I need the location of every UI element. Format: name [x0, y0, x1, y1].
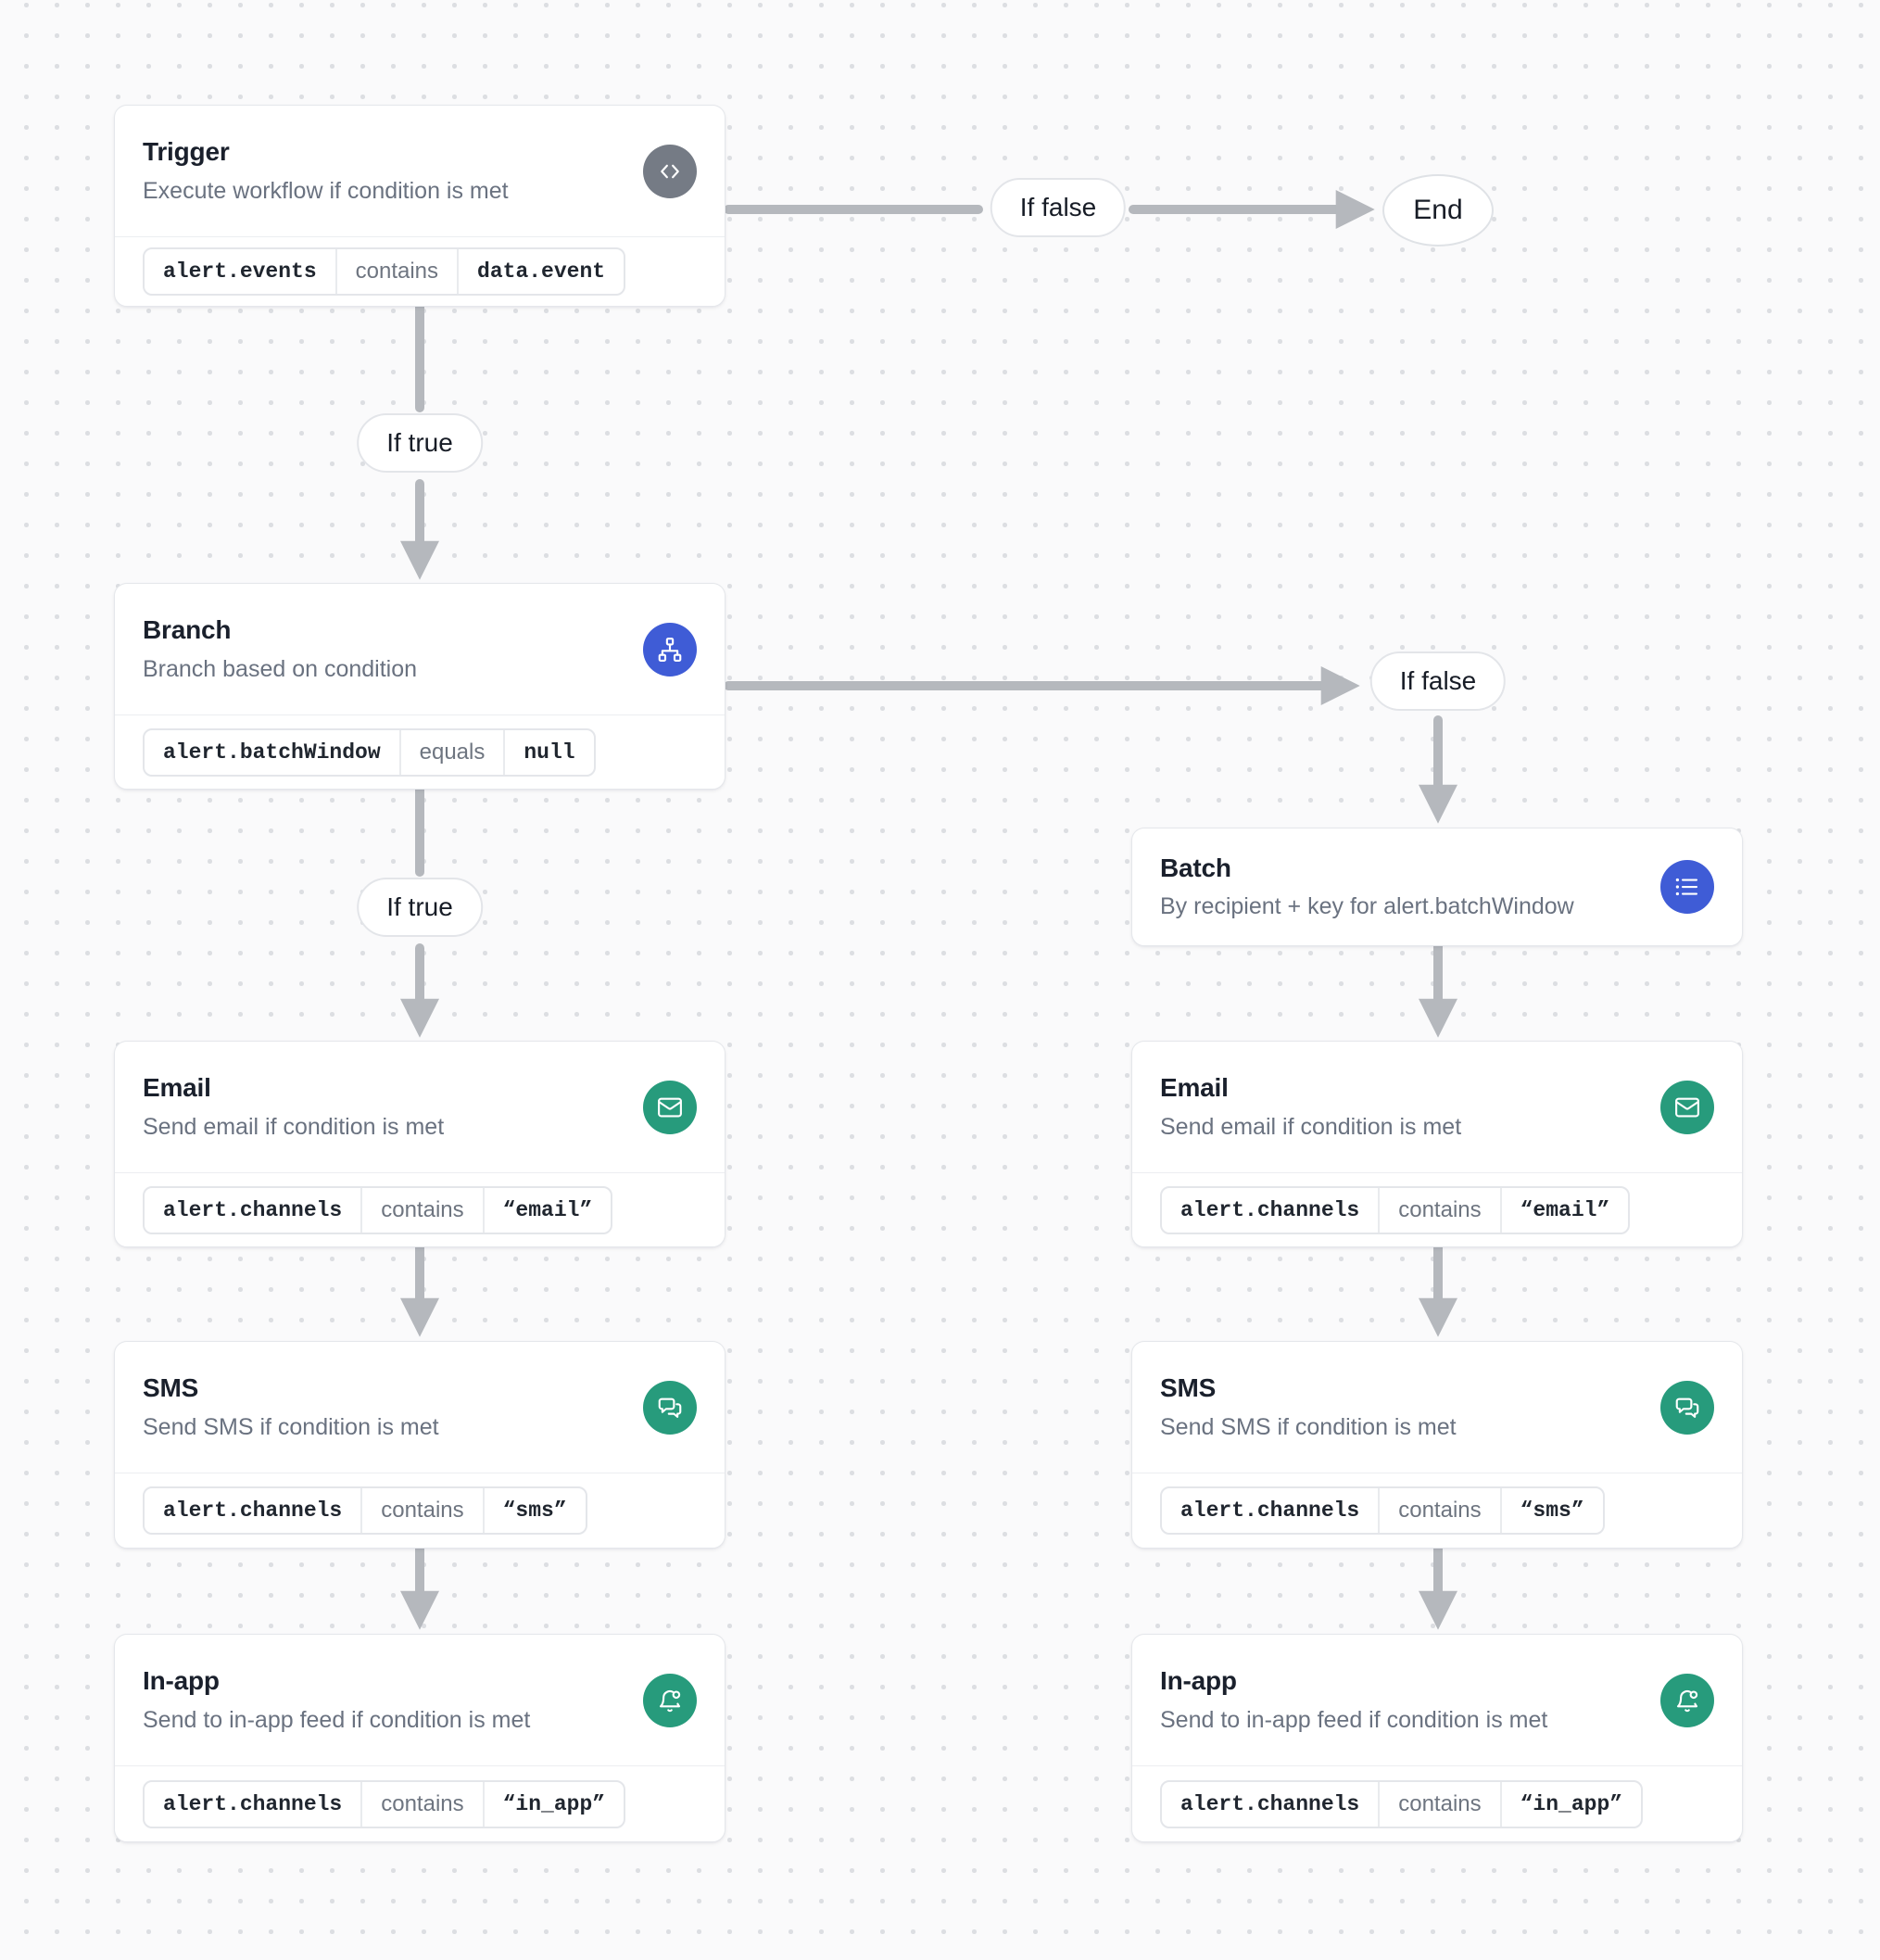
node-subtitle: Send to in-app feed if condition is met — [143, 1706, 531, 1733]
condition-row: alert.channels contains “email” — [115, 1173, 725, 1246]
condition-field: alert.channels — [1180, 1197, 1360, 1222]
condition-operator: contains — [360, 1187, 482, 1233]
condition-field: alert.channels — [1180, 1498, 1360, 1523]
chat-bubbles-icon — [643, 1380, 697, 1435]
node-header: SMS Send SMS if condition is met — [115, 1342, 725, 1473]
node-subtitle: Send SMS if condition is met — [1160, 1413, 1457, 1440]
node-subtitle: Send email if condition is met — [1160, 1113, 1462, 1140]
node-title: In-app — [143, 1666, 220, 1696]
node-header: In-app Send to in-app feed if condition … — [115, 1635, 725, 1766]
list-icon — [1660, 860, 1714, 914]
node-header: Branch Branch based on condition — [115, 584, 725, 715]
condition-value: “sms” — [482, 1488, 586, 1533]
condition-pill[interactable]: alert.channels contains “email” — [1160, 1185, 1631, 1234]
condition-pill[interactable]: alert.channels contains “sms” — [1160, 1486, 1605, 1535]
condition-field: alert.channels — [1180, 1791, 1360, 1816]
condition-operator: contains — [1378, 1187, 1499, 1233]
condition-value: data.event — [457, 249, 624, 294]
node-header: Trigger Execute workflow if condition is… — [115, 106, 725, 237]
node-header: SMS Send SMS if condition is met — [1132, 1342, 1742, 1473]
condition-value: “email” — [1499, 1187, 1629, 1233]
node-header: Batch By recipient + key for alert.batch… — [1132, 828, 1742, 945]
end-node[interactable]: End — [1382, 174, 1494, 247]
inapp-node-left[interactable]: In-app Send to in-app feed if condition … — [114, 1634, 726, 1842]
inapp-node-right[interactable]: In-app Send to in-app feed if condition … — [1131, 1634, 1743, 1842]
node-header: Email Send email if condition is met — [1132, 1042, 1742, 1173]
condition-operator: contains — [360, 1781, 482, 1827]
condition-field: alert.batchWindow — [163, 740, 381, 765]
condition-operator: contains — [1378, 1781, 1499, 1827]
condition-pill[interactable]: alert.batchWindow equals null — [143, 727, 596, 777]
batch-node[interactable]: Batch By recipient + key for alert.batch… — [1131, 828, 1743, 946]
condition-operator: contains — [1378, 1488, 1499, 1533]
edge-label-if-false-branch[interactable]: If false — [1369, 651, 1507, 711]
condition-pill[interactable]: alert.channels contains “in_app” — [1160, 1779, 1644, 1828]
trigger-node[interactable]: Trigger Execute workflow if condition is… — [114, 105, 726, 307]
node-subtitle: By recipient + key for alert.batchWindow — [1160, 893, 1574, 920]
bell-badge-icon — [643, 1673, 697, 1727]
code-icon — [643, 144, 697, 198]
condition-pill[interactable]: alert.channels contains “email” — [143, 1185, 613, 1234]
node-title: Trigger — [143, 137, 230, 167]
sitemap-icon — [643, 622, 697, 677]
envelope-icon — [643, 1080, 697, 1134]
condition-field: alert.channels — [163, 1197, 343, 1222]
node-title: Email — [143, 1073, 211, 1103]
sms-node-right[interactable]: SMS Send SMS if condition is met alert.c… — [1131, 1341, 1743, 1549]
edge-label-if-false-top[interactable]: If false — [990, 178, 1127, 237]
node-subtitle: Branch based on condition — [143, 655, 418, 682]
condition-row: alert.channels contains “sms” — [115, 1473, 725, 1548]
condition-field: alert.channels — [163, 1791, 343, 1816]
node-subtitle: Send email if condition is met — [143, 1113, 445, 1140]
email-node-right[interactable]: Email Send email if condition is met ale… — [1131, 1041, 1743, 1247]
node-subtitle: Execute workflow if condition is met — [143, 177, 509, 204]
node-subtitle: Send SMS if condition is met — [143, 1413, 439, 1440]
condition-operator: contains — [360, 1488, 482, 1533]
condition-value: null — [503, 729, 593, 775]
node-title: Batch — [1160, 853, 1231, 882]
condition-row: alert.batchWindow equals null — [115, 715, 725, 789]
node-subtitle: Send to in-app feed if condition is met — [1160, 1706, 1548, 1733]
condition-pill[interactable]: alert.events contains data.event — [143, 247, 626, 296]
sms-node-left[interactable]: SMS Send SMS if condition is met alert.c… — [114, 1341, 726, 1549]
email-node-left[interactable]: Email Send email if condition is met ale… — [114, 1041, 726, 1247]
condition-row: alert.channels contains “sms” — [1132, 1473, 1742, 1548]
envelope-icon — [1660, 1080, 1714, 1134]
condition-field: alert.channels — [163, 1498, 343, 1523]
node-header: In-app Send to in-app feed if condition … — [1132, 1635, 1742, 1766]
condition-row: alert.channels contains “in_app” — [1132, 1766, 1742, 1841]
condition-value: “in_app” — [1499, 1781, 1641, 1827]
condition-operator: contains — [334, 249, 457, 294]
condition-row: alert.channels contains “in_app” — [115, 1766, 725, 1841]
condition-field: alert.events — [163, 259, 317, 284]
chat-bubbles-icon — [1660, 1380, 1714, 1435]
edge-label-if-true-1[interactable]: If true — [357, 413, 483, 473]
edge-label-if-true-2[interactable]: If true — [357, 878, 483, 937]
condition-operator: equals — [398, 729, 504, 775]
branch-node[interactable]: Branch Branch based on condition alert.b… — [114, 583, 726, 790]
node-title: In-app — [1160, 1666, 1237, 1696]
node-title: SMS — [143, 1373, 199, 1403]
condition-row: alert.events contains data.event — [115, 237, 725, 306]
node-title: SMS — [1160, 1373, 1217, 1403]
condition-pill[interactable]: alert.channels contains “sms” — [143, 1486, 587, 1535]
condition-value: “sms” — [1499, 1488, 1603, 1533]
condition-value: “in_app” — [482, 1781, 624, 1827]
node-header: Email Send email if condition is met — [115, 1042, 725, 1173]
node-title: Branch — [143, 615, 232, 645]
condition-value: “email” — [482, 1187, 612, 1233]
condition-row: alert.channels contains “email” — [1132, 1173, 1742, 1246]
node-title: Email — [1160, 1073, 1229, 1103]
bell-badge-icon — [1660, 1673, 1714, 1727]
condition-pill[interactable]: alert.channels contains “in_app” — [143, 1779, 626, 1828]
